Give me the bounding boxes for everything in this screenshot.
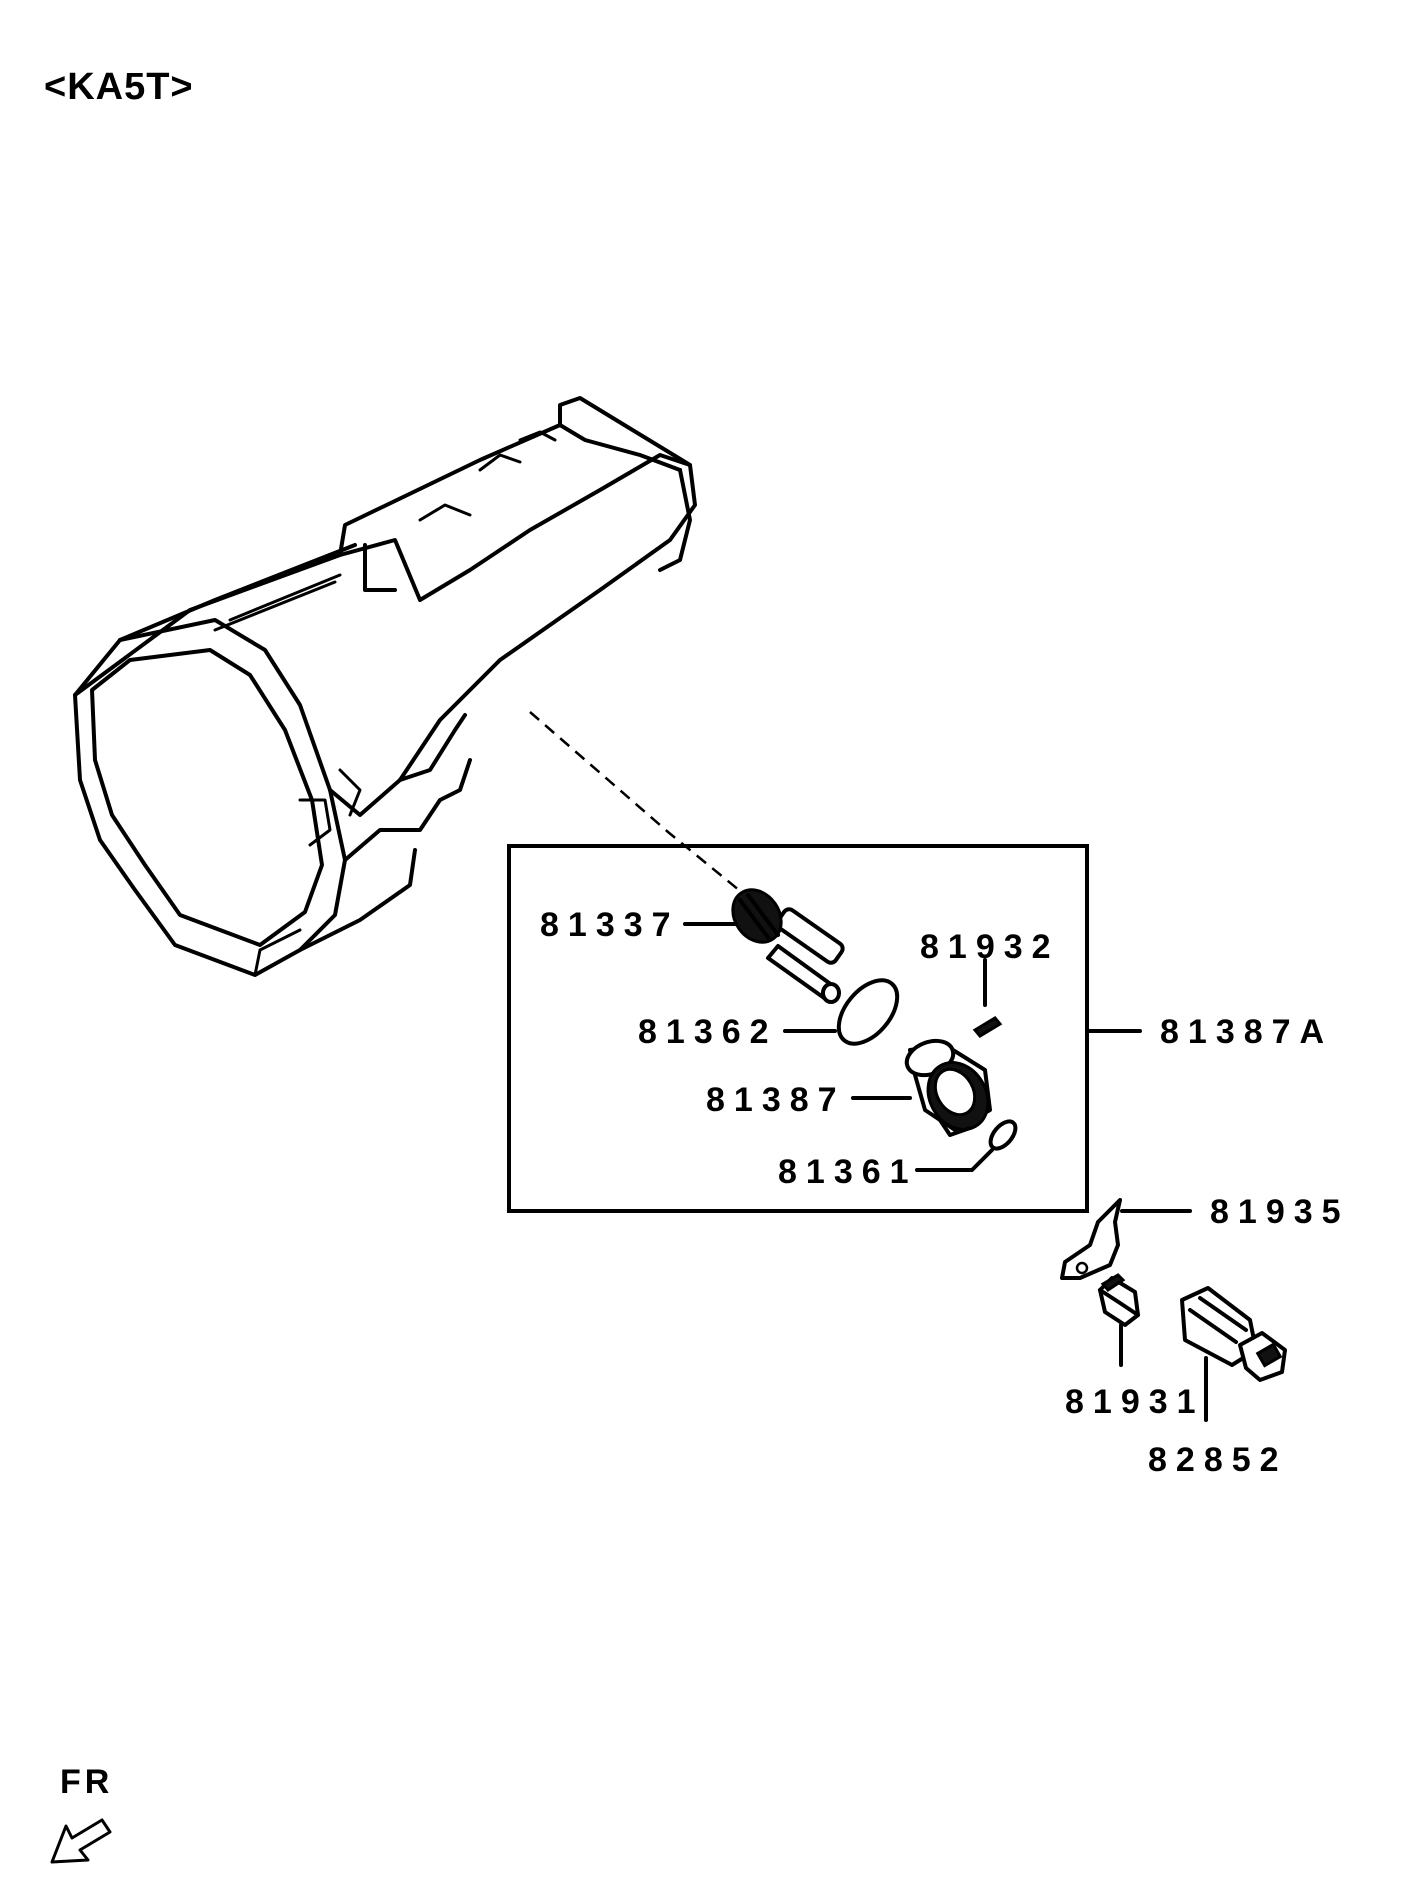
part-number-81387A: 81387A (1160, 1013, 1334, 1051)
part-number-81362: 81362 (638, 1013, 778, 1051)
o-ring-large (836, 978, 900, 1046)
part-number-81361: 81361 (778, 1153, 918, 1191)
o-ring-small (988, 1119, 1018, 1151)
part-number-81932: 81932 (920, 928, 1060, 966)
model-code-label: <KA5T> (44, 66, 194, 108)
part-number-81337: 81337 (540, 906, 680, 944)
pin-part (972, 958, 1003, 1038)
part-number-82852: 82852 (1148, 1441, 1288, 1479)
sleeve-part (904, 1038, 992, 1137)
front-direction-arrow-icon (50, 1818, 112, 1864)
leader-dashed-line (529, 711, 746, 896)
front-direction-label: FR (60, 1763, 114, 1801)
leader-81361 (915, 1148, 994, 1172)
assembly-frame (507, 844, 1089, 1213)
bolt-part (1098, 1273, 1140, 1327)
transmission-case (73, 396, 697, 977)
bracket-part (1060, 1198, 1122, 1280)
driven-gear-part (731, 888, 845, 1004)
speed-sensor-part (1180, 1286, 1287, 1382)
part-number-81931: 81931 (1065, 1383, 1205, 1421)
part-number-81935: 81935 (1210, 1193, 1350, 1231)
part-number-81387: 81387 (706, 1081, 846, 1119)
